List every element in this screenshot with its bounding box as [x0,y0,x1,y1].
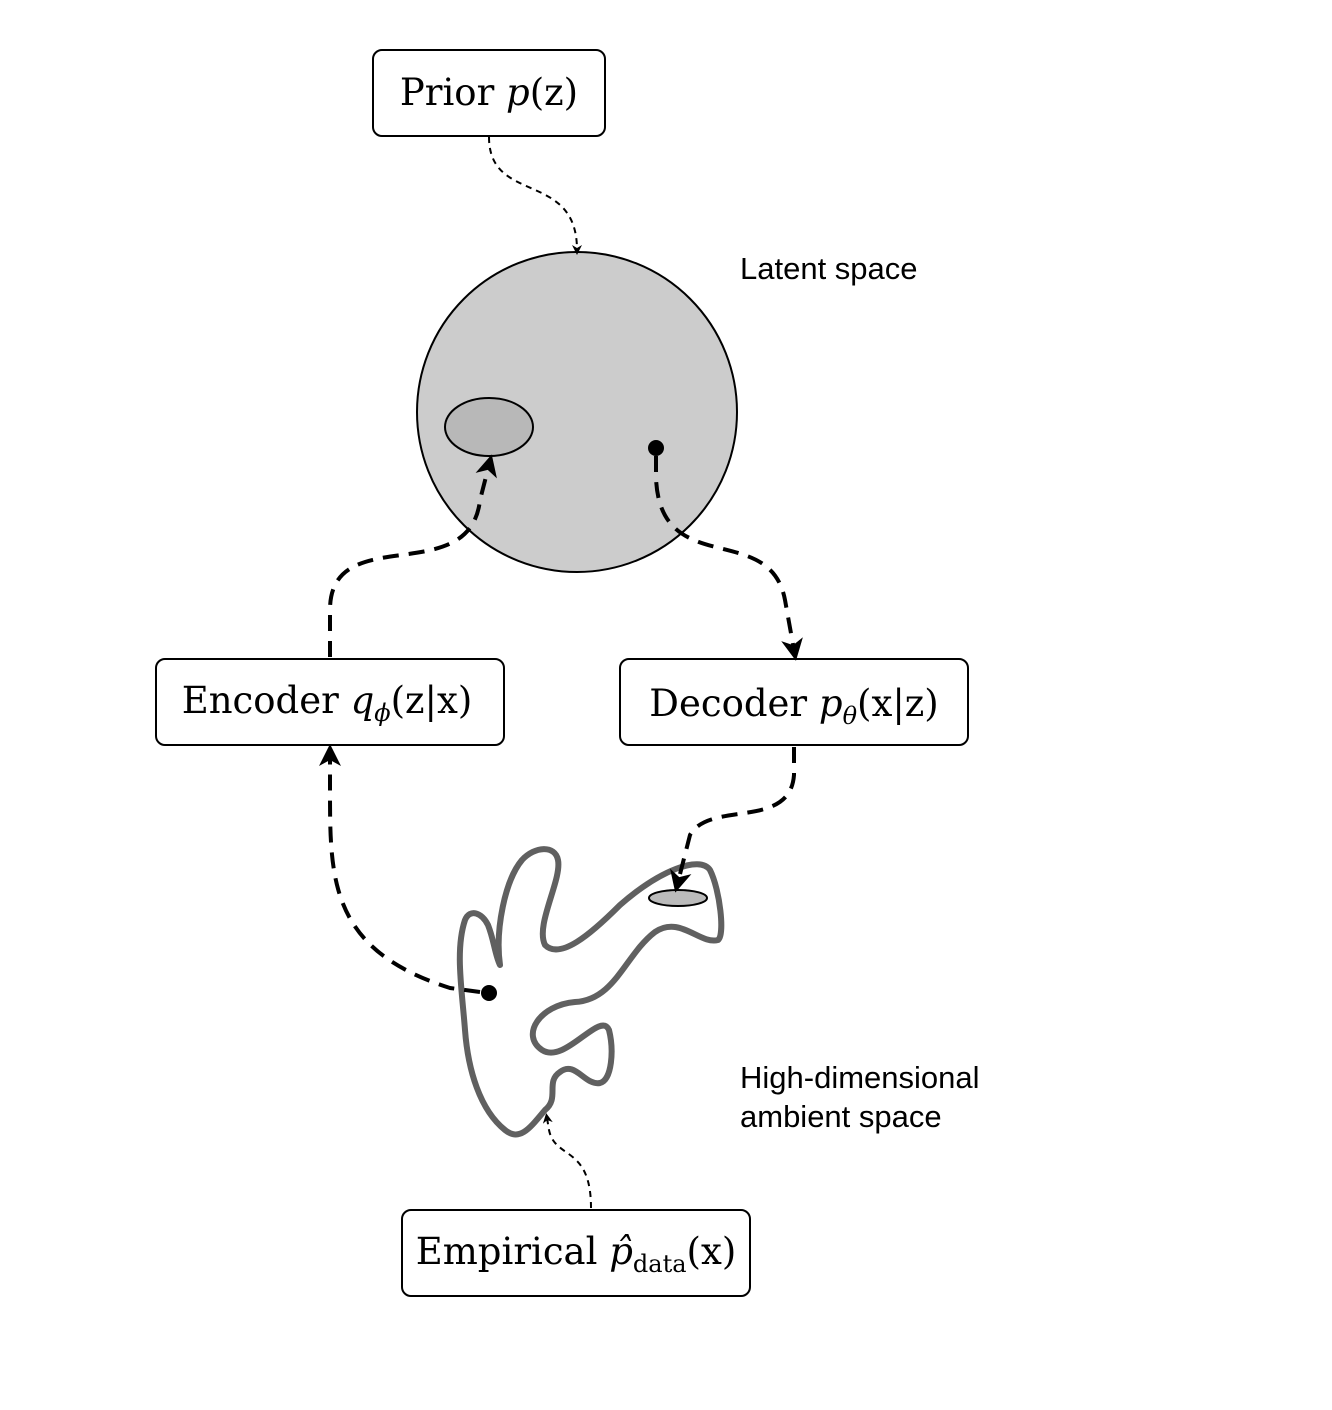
prior-to-latent-arrow [488,136,582,255]
prior-args: (z) [530,71,578,114]
svg-text:Decoder pθ(x|z): Decoder pθ(x|z) [649,682,938,730]
svg-text:Encoder qϕ(z|x): Encoder qϕ(z|x) [182,679,473,727]
latent-sample-point [648,440,664,456]
empirical-label: Empirical [416,1230,610,1273]
empirical-subscript: data [633,1250,687,1278]
decoder-label: Decoder [649,682,819,725]
decoder-subscript: θ [843,702,858,730]
encoder-box: Encoder qϕ(z|x) [155,658,505,746]
ambient-space-label-line2: ambient space [740,1099,942,1134]
empirical-box: Empirical p̂data(x) [401,1209,751,1297]
encoder-label: Encoder [182,679,351,722]
empirical-args: (x) [687,1230,737,1273]
encoder-math: q [351,679,375,722]
decoder-math: p [819,682,843,725]
encoder-args: (z|x) [391,679,473,722]
prior-label: Prior [400,71,506,114]
latent-to-decoder-arrow [654,456,803,661]
data-manifold-shape [456,846,725,1138]
data-sample-point [481,985,497,1001]
ambient-space-label-line1: High-dimensional [740,1060,980,1095]
data-to-encoder-arrow [319,744,481,994]
prior-box: Prior p(z) [372,49,606,137]
ambient-space-label: High-dimensional ambient space [740,1060,988,1134]
empirical-math: p̂ [609,1230,633,1273]
decoder-box: Decoder pθ(x|z) [619,658,969,746]
svg-text:Empirical p̂data(x): Empirical p̂data(x) [416,1230,737,1278]
prior-math: p [506,71,530,114]
empirical-to-data-arrow [542,1113,592,1209]
decoder-args: (x|z) [857,682,939,725]
svg-text:Prior p(z): Prior p(z) [400,71,578,114]
posterior-region-ellipse [444,397,534,457]
encoder-subscript: ϕ [374,699,390,727]
decoder-to-data-arrow [670,747,796,893]
reconstruction-region-ellipse [648,889,708,907]
latent-space-label: Latent space [740,251,918,286]
